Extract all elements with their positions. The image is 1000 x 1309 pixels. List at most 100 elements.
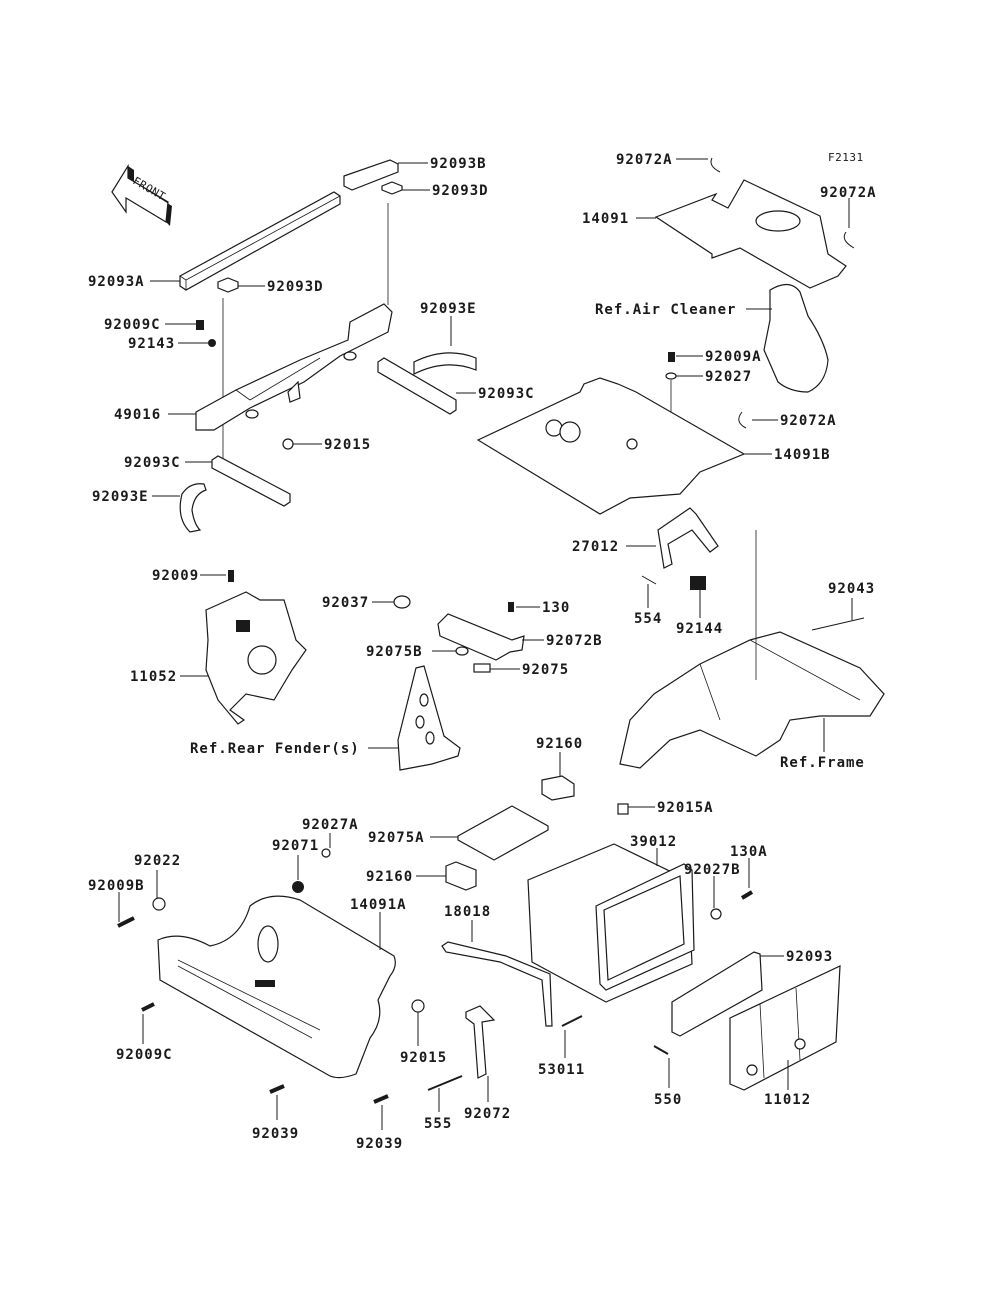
ref-rear-fender-bracket xyxy=(397,665,461,771)
label-550: 550 xyxy=(654,1092,682,1108)
part-92160-mid xyxy=(445,861,477,891)
label-92009: 92009 xyxy=(152,568,199,584)
part-92093 xyxy=(671,951,763,1037)
part-92093A xyxy=(179,191,341,291)
bolt-icon-92043 xyxy=(811,617,865,631)
label-92093D-left: 92093D xyxy=(267,279,324,295)
label-130: 130 xyxy=(542,600,570,616)
part-92160-top xyxy=(541,775,575,801)
label-92022: 92022 xyxy=(134,853,181,869)
part-92093B xyxy=(343,159,399,191)
label-92072B: 92072B xyxy=(546,633,603,649)
bolt-icon-92009 xyxy=(228,570,234,582)
label-92071: 92071 xyxy=(272,838,319,854)
label-92093C-right: 92093C xyxy=(478,386,535,402)
part-14091 xyxy=(654,179,847,289)
label-92144: 92144 xyxy=(676,621,723,637)
label-92075A: 92075A xyxy=(368,830,425,846)
washer-icon-92027 xyxy=(665,372,677,380)
label-555: 555 xyxy=(424,1116,452,1132)
label-92027A: 92027A xyxy=(302,817,359,833)
label-92072: 92072 xyxy=(464,1106,511,1122)
label-92043: 92043 xyxy=(828,581,875,597)
label-92093D-top: 92093D xyxy=(432,183,489,199)
grommet-icon-92027B xyxy=(710,908,722,920)
part-18018 xyxy=(441,941,553,1027)
part-49016 xyxy=(195,303,393,431)
label-92093E-left: 92093E xyxy=(92,489,149,505)
label-92037: 92037 xyxy=(322,595,369,611)
nut-icon-92015-bottom xyxy=(411,999,425,1013)
label-92075: 92075 xyxy=(522,662,569,678)
label-92009C-top: 92009C xyxy=(104,317,161,333)
bolt-icon-130 xyxy=(508,602,514,612)
bolt-icon-92009B xyxy=(117,916,135,928)
label-92093C-left: 92093C xyxy=(124,455,181,471)
label-11012: 11012 xyxy=(764,1092,811,1108)
label-92009A: 92009A xyxy=(705,349,762,365)
label-554: 554 xyxy=(634,611,662,627)
washer-icon-92143 xyxy=(208,339,216,347)
pin-icon-53011 xyxy=(561,1015,583,1027)
label-130A: 130A xyxy=(730,844,768,860)
label-92009C-bottom: 92009C xyxy=(116,1047,173,1063)
bolt-icon-92009A xyxy=(668,352,675,362)
clamp-icon-92037 xyxy=(393,595,411,609)
bolt-icon-92009C-bottom xyxy=(141,1002,155,1012)
label-92072A-mid: 92072A xyxy=(780,413,837,429)
bolt-icon-92009C xyxy=(196,320,204,330)
part-92072 xyxy=(465,1005,496,1079)
part-92075 xyxy=(473,663,491,673)
ref-frame xyxy=(619,530,885,769)
label-27012: 27012 xyxy=(572,539,619,555)
part-14091B xyxy=(476,377,746,515)
label-92075B: 92075B xyxy=(366,644,423,660)
figure-id: F2131 xyxy=(828,151,864,164)
part-14091A xyxy=(157,895,396,1079)
pin-icon-554 xyxy=(641,575,657,585)
washer-icon-92022 xyxy=(152,897,166,911)
label-11052: 11052 xyxy=(130,669,177,685)
label-39012: 39012 xyxy=(630,834,677,850)
clamp-icon-92072A-top xyxy=(710,157,721,173)
part-39012 xyxy=(527,843,695,1003)
label-ref-air-cleaner: Ref.Air Cleaner xyxy=(595,302,736,318)
label-92015-top: 92015 xyxy=(324,437,371,453)
part-92093C-right xyxy=(377,357,457,415)
part-92093D-left xyxy=(217,277,239,293)
label-92027B: 92027B xyxy=(684,862,741,878)
pin-icon-550 xyxy=(653,1045,669,1055)
label-92015-bottom: 92015 xyxy=(400,1050,447,1066)
front-arrow-icon: FRONT xyxy=(111,163,172,226)
label-49016: 49016 xyxy=(114,407,161,423)
nut-icon-92071 xyxy=(292,881,304,893)
spring-icon-92144 xyxy=(690,576,706,590)
part-92072B xyxy=(437,613,525,661)
label-18018: 18018 xyxy=(444,904,491,920)
label-92093E-right: 92093E xyxy=(420,301,477,317)
label-92093: 92093 xyxy=(786,949,833,965)
label-92015A: 92015A xyxy=(657,800,714,816)
grommet-icon-92075B xyxy=(455,646,469,656)
nut-icon-92015 xyxy=(282,438,294,450)
label-53011: 53011 xyxy=(538,1062,585,1078)
label-92160-top: 92160 xyxy=(536,736,583,752)
part-92093E-left xyxy=(179,483,207,533)
part-92093E-right xyxy=(413,352,477,375)
clip-icon-92027A xyxy=(321,848,331,858)
label-92027: 92027 xyxy=(705,369,752,385)
rivet-icon-92039-right xyxy=(373,1094,389,1104)
clamp-icon-92072A-mid xyxy=(738,411,747,429)
label-92093B: 92093B xyxy=(430,156,487,172)
label-14091A: 14091A xyxy=(350,897,407,913)
label-92072A-top: 92072A xyxy=(616,152,673,168)
part-27012 xyxy=(657,507,719,569)
label-14091: 14091 xyxy=(582,211,629,227)
part-92093D-top xyxy=(381,181,403,195)
label-92039-left: 92039 xyxy=(252,1126,299,1142)
part-11052 xyxy=(205,591,307,725)
label-92039-right: 92039 xyxy=(356,1136,403,1152)
part-92093C-left xyxy=(211,455,291,507)
rivet-icon-92039-left xyxy=(269,1084,285,1094)
